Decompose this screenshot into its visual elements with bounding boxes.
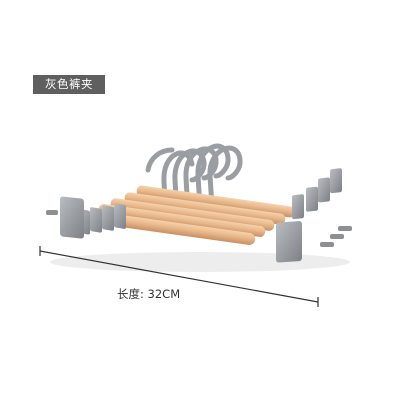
left-clip-2 (102, 205, 114, 231)
right-clips (276, 168, 352, 263)
right-clip-front (276, 221, 302, 263)
right-clip-1 (330, 168, 342, 194)
bar-4 (98, 204, 266, 237)
left-clip-1 (114, 203, 126, 229)
color-tag: 灰色裤夹 (33, 75, 105, 94)
left-clip-3 (90, 207, 102, 233)
measure-line (39, 246, 319, 307)
bar-5 (86, 211, 256, 245)
right-clip-2 (318, 177, 330, 203)
hook-5-tail (145, 147, 175, 173)
hook-group (145, 143, 243, 223)
left-knob (46, 210, 58, 215)
bar-1 (136, 185, 296, 218)
hook-2 (195, 143, 231, 211)
hook-4 (172, 148, 207, 219)
bars (86, 185, 296, 245)
left-clip-front (60, 196, 84, 239)
left-clips (46, 196, 126, 239)
right-clip-4 (292, 194, 304, 220)
hook-1 (207, 145, 243, 209)
right-clip-3 (306, 186, 318, 212)
right-knob-2 (330, 234, 344, 239)
hook-3 (183, 146, 219, 215)
shadow (50, 252, 350, 272)
hook-5 (161, 150, 195, 223)
right-knob-1 (338, 226, 352, 231)
right-knob-3 (320, 242, 334, 247)
length-label: 长度: 32CM (117, 287, 181, 301)
